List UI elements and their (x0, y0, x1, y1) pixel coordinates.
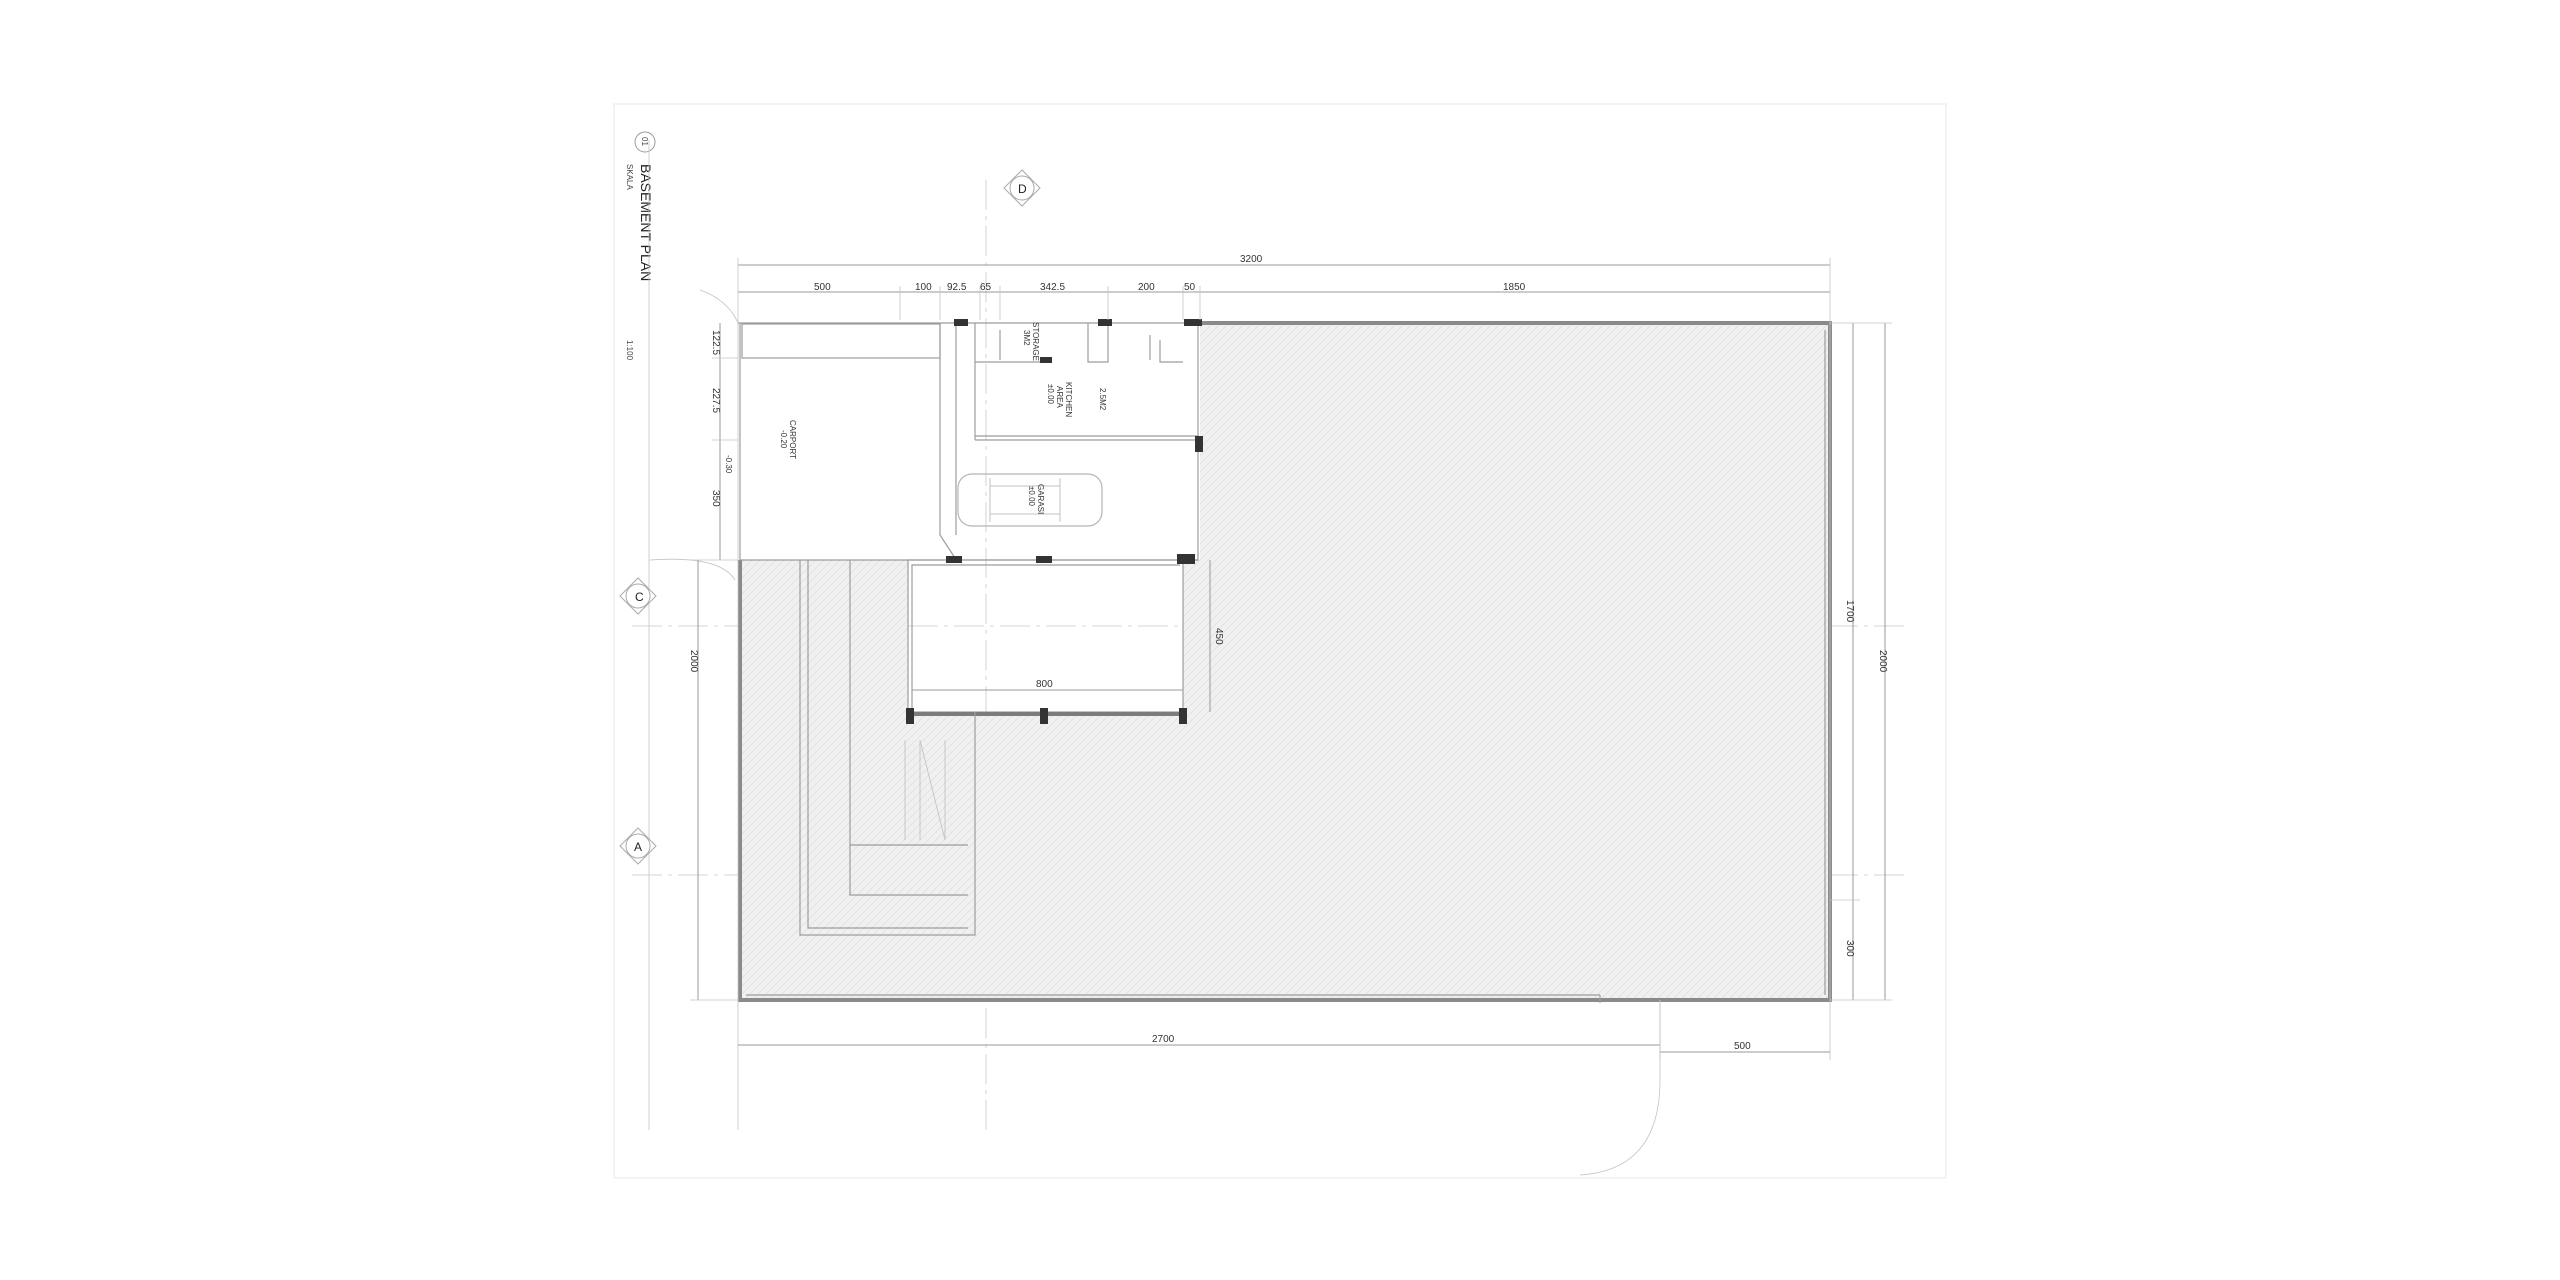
scale-label: SKALA (625, 164, 634, 190)
dim-left-227-5: 227.5 (710, 388, 721, 413)
grid-label-c: C (635, 590, 644, 604)
dim-right-1700: 1700 (1844, 600, 1855, 623)
dim-carport-depth: 450 (1213, 628, 1224, 645)
dim-100: 100 (915, 282, 932, 293)
kitchen-sub: AREA (1055, 386, 1064, 408)
grid-bubble-d: D (1003, 169, 1041, 207)
dim-50: 50 (1184, 282, 1196, 293)
dim-left-2000: 2000 (688, 650, 699, 673)
grid-label-d: D (1018, 182, 1027, 196)
garage-level: ±0.00 (1027, 486, 1036, 507)
car-outline (957, 473, 1103, 527)
wc-area: 2.5M2 (1098, 388, 1107, 411)
columns (906, 319, 1203, 724)
drawing-title: BASEMENT PLAN (638, 164, 654, 281)
dim-1850: 1850 (1503, 282, 1526, 293)
dim-65: 65 (980, 282, 992, 293)
grid-bubble-a: A (619, 827, 657, 865)
dim-right-300: 300 (1844, 940, 1855, 957)
dim-200: 200 (1138, 282, 1155, 293)
dim-right-2000: 2000 (1877, 650, 1888, 673)
storage-area: 3M2 (1022, 330, 1031, 346)
dim-342-5: 342.5 (1040, 282, 1065, 293)
storage-name: STORAGE (1031, 322, 1040, 361)
level-mark: -0.30 (724, 455, 733, 474)
door-arcs (649, 289, 1661, 1176)
room-labels: CARPORT -0.20 -0.30 STORAGE 3M2 KITCHEN … (724, 322, 1107, 514)
title-block: 01 BASEMENT PLAN SKALA 1:100 (625, 131, 656, 1130)
dim-carport-width: 800 (1036, 679, 1053, 690)
grid-label-a: A (634, 840, 642, 854)
carport-level: -0.20 (779, 430, 788, 449)
dim-500: 500 (814, 282, 831, 293)
kitchen-level: ±0.00 (1046, 384, 1055, 405)
drawing-number: 01 (640, 137, 649, 146)
carport-name: CARPORT (788, 420, 797, 459)
dim-92-5: 92.5 (947, 282, 967, 293)
dim-bottom-500: 500 (1734, 1041, 1751, 1052)
upper-rooms (740, 323, 1199, 561)
kitchen-name: KITCHEN (1064, 382, 1073, 417)
garage-name: GARASI (1036, 484, 1045, 514)
scale-value: 1:100 (625, 340, 634, 361)
sheet-frame (613, 103, 1947, 1179)
dim-bottom-2700: 2700 (1152, 1034, 1175, 1045)
dimension-labels: 3200 500 100 92.5 65 342.5 200 50 1850 1… (688, 254, 1888, 1052)
drawing-number-circle (634, 131, 656, 153)
hatched-basement-area (740, 323, 1830, 1000)
dim-left-122-5: 122.5 (710, 330, 721, 355)
dim-overall-top: 3200 (1240, 254, 1263, 265)
grid-bubble-c: C (619, 577, 657, 615)
dimension-lines (690, 258, 1892, 1130)
dim-left-350: 350 (710, 490, 721, 507)
